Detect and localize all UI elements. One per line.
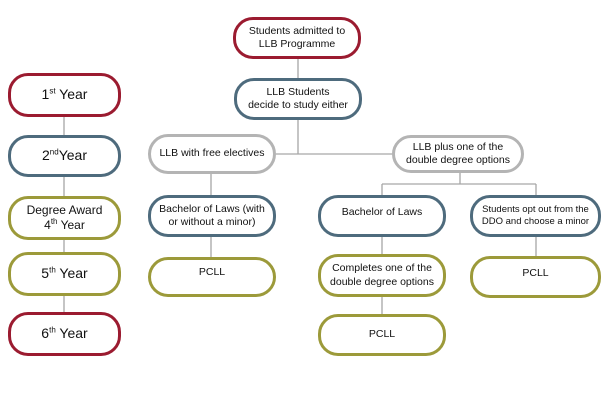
plus-ddo-line-2: double degree options (406, 154, 510, 166)
free-electives-box: LLB with free electives (148, 134, 276, 174)
opt-out-line-1: Students opt out from the (482, 204, 589, 216)
pcll-left-box: PCLL (148, 257, 276, 297)
bachelor-box: Bachelor of Laws (318, 195, 446, 237)
decide-line-1: LLB Students (266, 85, 330, 98)
pcll-center-label: PCLL (368, 328, 396, 341)
pcll-left-label: PCLL (198, 266, 226, 278)
year-6-suffix: th (49, 325, 56, 335)
bachelor-minor-box: Bachelor of Laws (with or without a mino… (148, 195, 276, 237)
year-4-number: 4 (44, 218, 51, 232)
year-4-box: Degree Award 4th Year (8, 196, 121, 240)
year-4-degree-award: Degree Award (26, 203, 103, 217)
admitted-line-1: Students admitted to (248, 24, 346, 37)
year-6-label: Year (55, 325, 88, 342)
completes-box: Completes one of the double degree optio… (318, 254, 446, 297)
bachelor-minor-line-2: or without a minor) (168, 216, 256, 228)
year-1-suffix: st (49, 86, 56, 96)
completes-line-1: Completes one of the (332, 262, 432, 275)
year-2-suffix: nd (49, 147, 59, 157)
year-5-label: Year (55, 265, 88, 282)
year-2-label: Year (58, 147, 87, 164)
bachelor-minor-line-1: Bachelor of Laws (with (159, 202, 265, 215)
year-2-number: 2 (42, 147, 50, 164)
year-4-suffix: th (50, 217, 58, 226)
opt-out-line-2: DDO and choose a minor (481, 216, 590, 227)
free-electives-label: LLB with free electives (159, 147, 265, 160)
year-1-number: 1 (41, 86, 50, 103)
bachelor-label: Bachelor of Laws (341, 206, 423, 218)
admitted-line-2: LLB Programme (258, 38, 336, 50)
completes-line-2: double degree options (330, 275, 434, 288)
pcll-right-box: PCLL (470, 256, 601, 298)
year-2-box: 2ndYear (8, 135, 121, 177)
year-5-box: 5th Year (8, 252, 121, 296)
year-1-box: 1st Year (8, 73, 121, 117)
year-5-suffix: th (49, 265, 56, 275)
decide-box: LLB Students decide to study either (234, 78, 362, 120)
pcll-center-box: PCLL (318, 314, 446, 356)
year-6-box: 6th Year (8, 312, 121, 356)
plus-ddo-box: LLB plus one of the double degree option… (392, 135, 524, 173)
decide-line-2: decide to study either (248, 99, 348, 111)
year-5-number: 5 (41, 265, 50, 282)
year-6-number: 6 (41, 325, 50, 342)
pcll-right-label: PCLL (522, 267, 549, 279)
plus-ddo-line-1: LLB plus one of the (412, 140, 504, 153)
year-4-label: Year (57, 218, 85, 232)
opt-out-box: Students opt out from the DDO and choose… (470, 195, 601, 237)
year-1-label: Year (55, 86, 88, 103)
admitted-box: Students admitted to LLB Programme (233, 17, 361, 59)
